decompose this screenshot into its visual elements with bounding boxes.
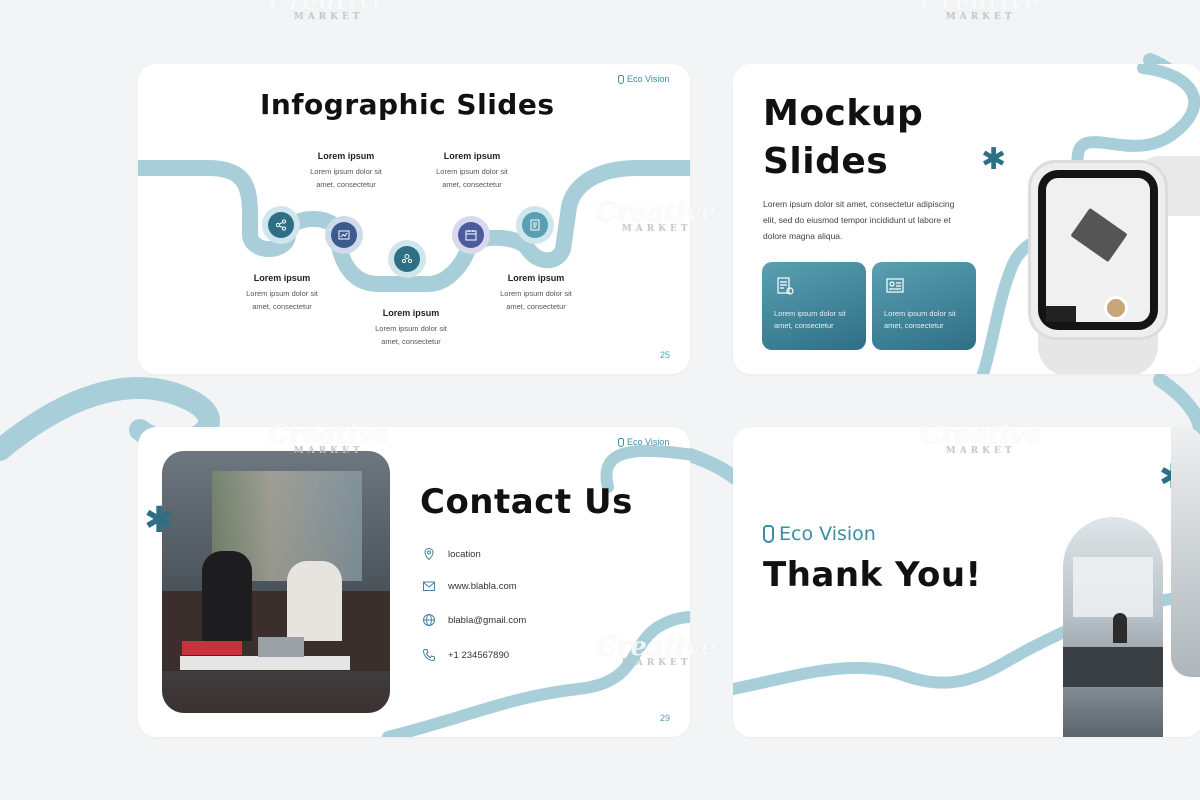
side-photo (1171, 427, 1200, 677)
laptop-shape (258, 637, 304, 657)
person-2-shape (287, 561, 342, 641)
person-1-shape (202, 551, 252, 641)
brand-text: Eco Vision (779, 523, 876, 545)
card-text: Lorem ipsum dolor sit amet, consectetur (884, 308, 956, 332)
step-label: Lorem ipsum (382, 308, 440, 318)
books-shape (182, 641, 242, 655)
body-text: Lorem ipsum dolor sit amet, consectetur … (763, 196, 954, 244)
contact-email: blabla@gmail.com (422, 613, 526, 627)
slide-squiggle (382, 444, 690, 737)
card-line: Lorem ipsum dolor sit (774, 309, 846, 318)
watch-case (1028, 160, 1168, 340)
step-text: amet, consectetur (381, 337, 441, 346)
step-text: amet, consectetur (252, 302, 312, 311)
contact-text: blabla@gmail.com (448, 614, 527, 626)
card-text: Lorem ipsum dolor sit amet, consectetur (774, 308, 846, 332)
card-line: amet, consectetur (884, 321, 944, 330)
brand-text: Eco Vision (627, 74, 670, 84)
step-text: Lorem ipsum dolor sit (500, 289, 572, 298)
mockup-slide: Mockup Slides ✱ Lorem ipsum dolor sit am… (733, 64, 1200, 374)
body-line: dolore magna aliqua. (763, 231, 843, 241)
feature-card-2: Lorem ipsum dolor sit amet, consectetur (872, 262, 976, 350)
step-text: amet, consectetur (316, 180, 376, 189)
step-text: Lorem ipsum dolor sit (375, 324, 447, 333)
slide-title: Contact Us (420, 482, 633, 522)
chairs-shape (1063, 647, 1163, 687)
share-icon (275, 219, 287, 231)
phone-shape (1046, 306, 1076, 322)
body-line: Lorem ipsum dolor sit amet, consectetur … (763, 199, 955, 209)
step-text: Lorem ipsum dolor sit (436, 167, 508, 176)
body-line: elit, sed do eiusmod tempor incididunt u… (763, 215, 951, 225)
leaf-pin-icon (618, 437, 624, 447)
contact-slide: Eco Vision ✱ Contact Us location www.bla… (138, 427, 690, 737)
step-text: amet, consectetur (442, 180, 502, 189)
title-line-2: Slides (763, 141, 889, 182)
chart-doc-icon (338, 230, 350, 240)
person-shape (1113, 613, 1127, 643)
step-1-caption: Lorem ipsum Lorem ipsum dolor sit amet, … (222, 273, 342, 313)
step-5-caption: Lorem ipsum Lorem ipsum dolor sit amet, … (476, 273, 596, 313)
step-marker-5 (516, 206, 554, 244)
leaf-pin-icon (618, 74, 624, 84)
people-icon (401, 254, 413, 264)
card-line: amet, consectetur (774, 321, 834, 330)
leaf-pin-icon (763, 525, 774, 543)
phone-icon (422, 649, 435, 662)
step-label: Lorem ipsum (443, 151, 501, 161)
cafe-photo (1063, 517, 1163, 737)
infographic-slide: Eco Vision Infographic Slides Lorem ipsu… (138, 64, 690, 374)
slide-title: Infographic Slides (260, 88, 555, 121)
feature-card-1: Lorem ipsum dolor sit amet, consectetur (762, 262, 866, 350)
card-line: Lorem ipsum dolor sit (884, 309, 956, 318)
brand-logo-large: Eco Vision (763, 523, 876, 545)
contact-website: www.blabla.com (422, 579, 517, 593)
contact-text: www.blabla.com (448, 580, 517, 592)
checklist-icon (777, 277, 794, 295)
office-photo (162, 451, 390, 713)
location-pin-icon (424, 547, 434, 561)
contact-location: location (422, 547, 481, 561)
slide-title: Mockup Slides (763, 90, 923, 186)
step-text: Lorem ipsum dolor sit (310, 167, 382, 176)
contact-phone: +1 234567890 (422, 648, 509, 662)
page-number: 29 (660, 713, 671, 723)
step-3-caption: Lorem ipsum Lorem ipsum dolor sit amet, … (351, 308, 471, 348)
step-2-caption: Lorem ipsum Lorem ipsum dolor sit amet, … (286, 151, 406, 191)
brand-text: Eco Vision (627, 437, 670, 447)
coffee-cup-shape (1104, 296, 1128, 320)
wave-path (138, 160, 690, 292)
page-number: 25 (660, 350, 671, 360)
asterisk-icon: ✱ (981, 143, 1007, 176)
step-4-caption: Lorem ipsum Lorem ipsum dolor sit amet, … (412, 151, 532, 191)
watch-screen (1038, 170, 1158, 330)
document-icon (530, 219, 540, 231)
step-text: Lorem ipsum dolor sit (246, 289, 318, 298)
mail-icon (423, 581, 435, 591)
step-label: Lorem ipsum (253, 273, 311, 283)
step-marker-4 (452, 216, 490, 254)
brand-logo: Eco Vision (618, 74, 669, 84)
step-marker-2 (325, 216, 363, 254)
globe-icon (423, 614, 435, 626)
step-marker-1 (262, 206, 300, 244)
calendar-icon (465, 230, 477, 241)
window-shape (1073, 557, 1153, 617)
slide-title: Thank You! (763, 555, 982, 595)
contact-text: +1 234567890 (448, 649, 510, 661)
laptop-shape (1070, 207, 1128, 263)
screen-photo (1046, 178, 1150, 322)
brand-logo: Eco Vision (618, 437, 669, 447)
asterisk-icon: ✱ (144, 499, 175, 540)
step-text: amet, consectetur (506, 302, 566, 311)
step-label: Lorem ipsum (317, 151, 375, 161)
title-line-1: Mockup (763, 93, 924, 134)
contact-text: location (448, 548, 481, 560)
id-card-icon (886, 278, 904, 293)
step-label: Lorem ipsum (507, 273, 565, 283)
smartwatch-mockup (1028, 156, 1200, 374)
coffee-table-shape (180, 656, 350, 670)
step-marker-3 (388, 240, 426, 278)
thank-you-slide: Eco Vision Thank You! ✱ (733, 427, 1200, 737)
